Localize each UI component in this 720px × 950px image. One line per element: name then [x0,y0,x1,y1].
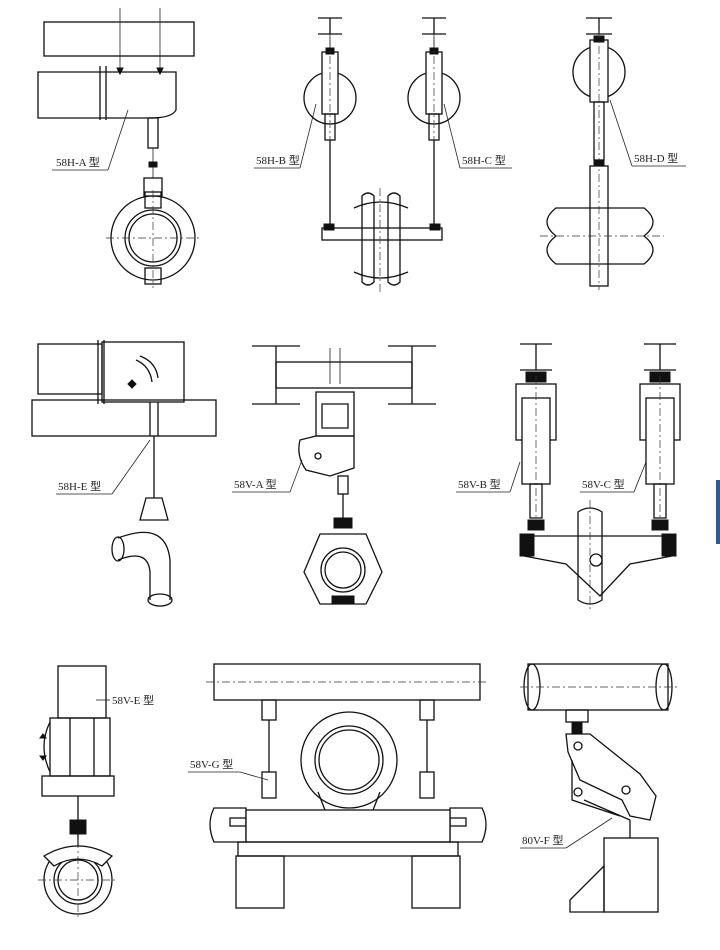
label-58h-c: 58H-C 型 [462,153,506,167]
label-58h-a: 58H-A 型 [56,155,100,169]
label-58h-b: 58H-B 型 [256,153,300,167]
hanger-58v-g: 58V-G 型 [188,663,488,909]
label-80v-f: 80V-F 型 [522,833,563,847]
hanger-58h-e: 58H-E 型 [31,340,217,607]
label-58v-c: 58V-C 型 [582,477,625,491]
label-58h-e: 58H-E 型 [58,479,101,493]
edge-tab [716,480,720,544]
hanger-58v-b-c: 58V-B 型 58V-C 型 [456,343,681,610]
label-58v-g: 58V-G 型 [190,757,233,771]
hanger-58h-d: 58H-D 型 [540,17,686,290]
hanger-58h-a: 58H-A 型 [37,8,200,288]
label-58h-d: 58H-D 型 [634,151,678,165]
hanger-58h-b-c: 58H-B 型 58H-C 型 [254,17,512,292]
label-58v-b: 58V-B 型 [458,477,501,491]
label-58v-a: 58V-A 型 [234,477,277,491]
hanger-80v-f: 80V-F 型 [520,663,680,913]
hanger-58v-a: 58V-A 型 [232,345,436,605]
hanger-58v-e: 58V-E 型 [38,665,154,920]
label-58v-e: 58V-E 型 [112,693,154,707]
